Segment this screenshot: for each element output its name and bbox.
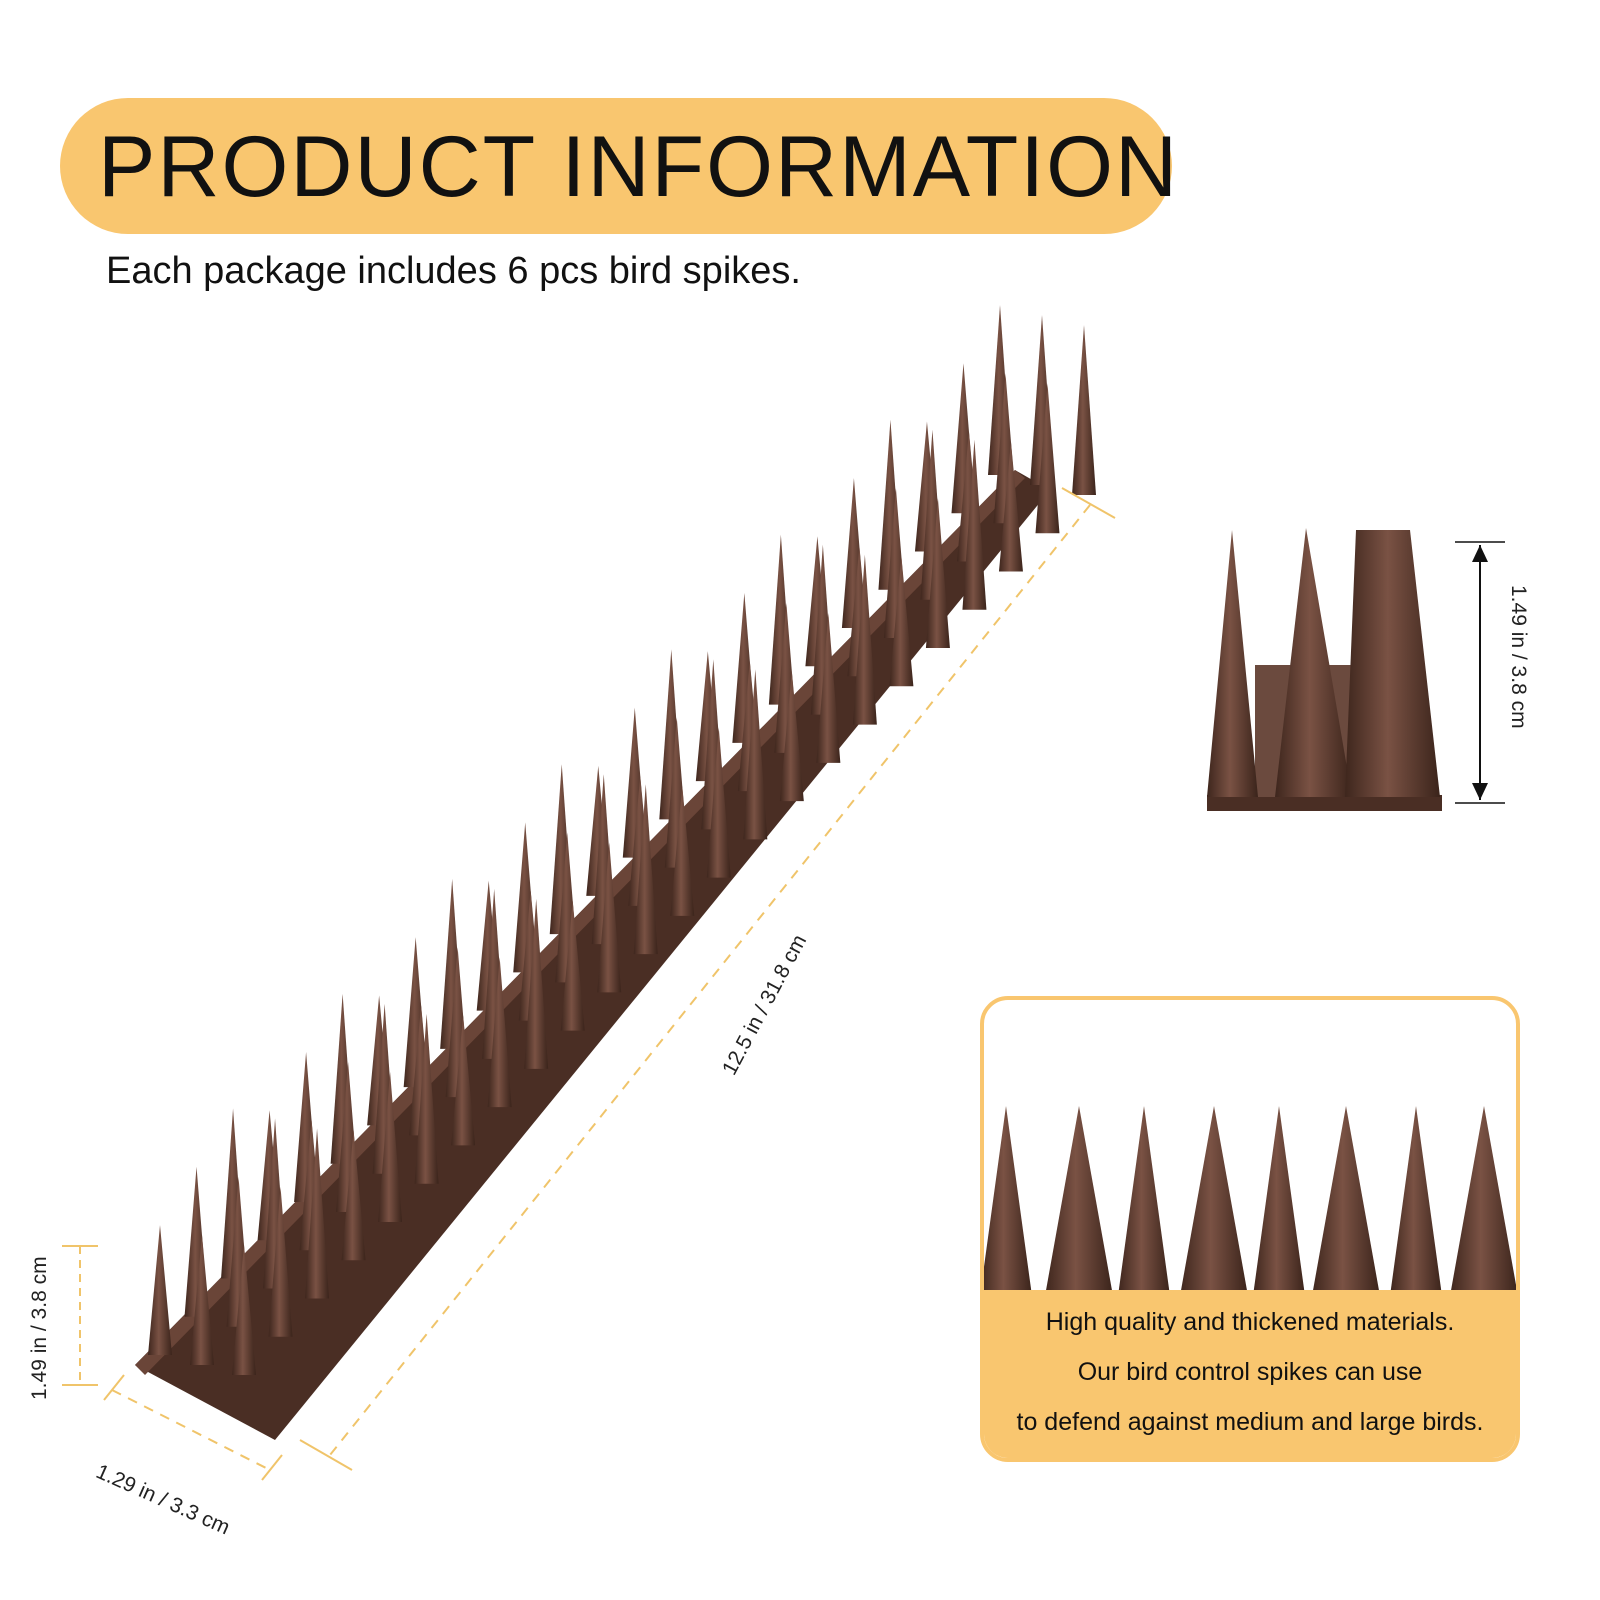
- closeup-spike: [1253, 1106, 1305, 1296]
- strip-base-top: [135, 470, 1025, 1375]
- spike: [560, 900, 585, 1031]
- width-dimension-line: [103, 1374, 283, 1481]
- callout-line-1: High quality and thickened materials.: [1045, 1308, 1455, 1336]
- closeup-spike: [1045, 1106, 1113, 1296]
- closeup-spike: [1450, 1106, 1516, 1296]
- spike: [378, 1071, 403, 1222]
- spike: [190, 1235, 214, 1365]
- spike: [706, 727, 731, 878]
- spike: [925, 498, 950, 649]
- spike: [852, 554, 877, 725]
- spike: [889, 556, 914, 687]
- spike: [524, 898, 549, 1069]
- height-label-left: 1.49 in / 3.8 cm: [28, 1256, 51, 1400]
- closeup-spike: [1118, 1106, 1170, 1296]
- closeup-spike: [984, 1106, 1032, 1296]
- title-banner: [60, 98, 1172, 234]
- callout-text-band: High quality and thickened materials. Ou…: [984, 1290, 1516, 1458]
- spike: [816, 612, 841, 763]
- spike: [743, 669, 768, 840]
- spike: [414, 1013, 439, 1184]
- spike: [962, 439, 987, 610]
- height-dimension-line-left: [62, 1245, 98, 1386]
- callout-line-3: to defend against medium and large birds…: [1016, 1408, 1484, 1436]
- spike: [779, 671, 804, 802]
- closeup-spikes: [984, 1106, 1516, 1296]
- page-title: PRODUCT INFORMATION: [98, 119, 1180, 215]
- closeup-spike: [1390, 1106, 1442, 1296]
- height-dimension-line-side: [1455, 541, 1505, 804]
- spike: [232, 1245, 256, 1375]
- length-dimension-line: [299, 487, 1116, 1471]
- main-spike-strip: [135, 305, 1096, 1440]
- closeup-spike: [1312, 1106, 1380, 1296]
- spike: [998, 441, 1023, 572]
- spike: [148, 1225, 172, 1355]
- spike: [341, 1130, 366, 1261]
- height-label-side: 1.49 in / 3.8 cm: [1507, 585, 1530, 729]
- spike: [597, 842, 622, 993]
- spike: [268, 1186, 293, 1337]
- spike: [633, 784, 658, 955]
- spike: [451, 1015, 476, 1146]
- side-view-spike-strip: [1207, 528, 1442, 811]
- feature-callout: High quality and thickened materials. Ou…: [980, 996, 1520, 1462]
- spike: [670, 785, 695, 916]
- closeup-spike: [1180, 1106, 1248, 1296]
- callout-line-2: Our bird control spikes can use: [1077, 1358, 1423, 1386]
- spike: [487, 957, 512, 1108]
- spike: [1035, 383, 1060, 534]
- spike: [305, 1128, 330, 1299]
- spike: [1072, 325, 1096, 495]
- package-subtitle: Each package includes 6 pcs bird spikes.: [106, 250, 801, 292]
